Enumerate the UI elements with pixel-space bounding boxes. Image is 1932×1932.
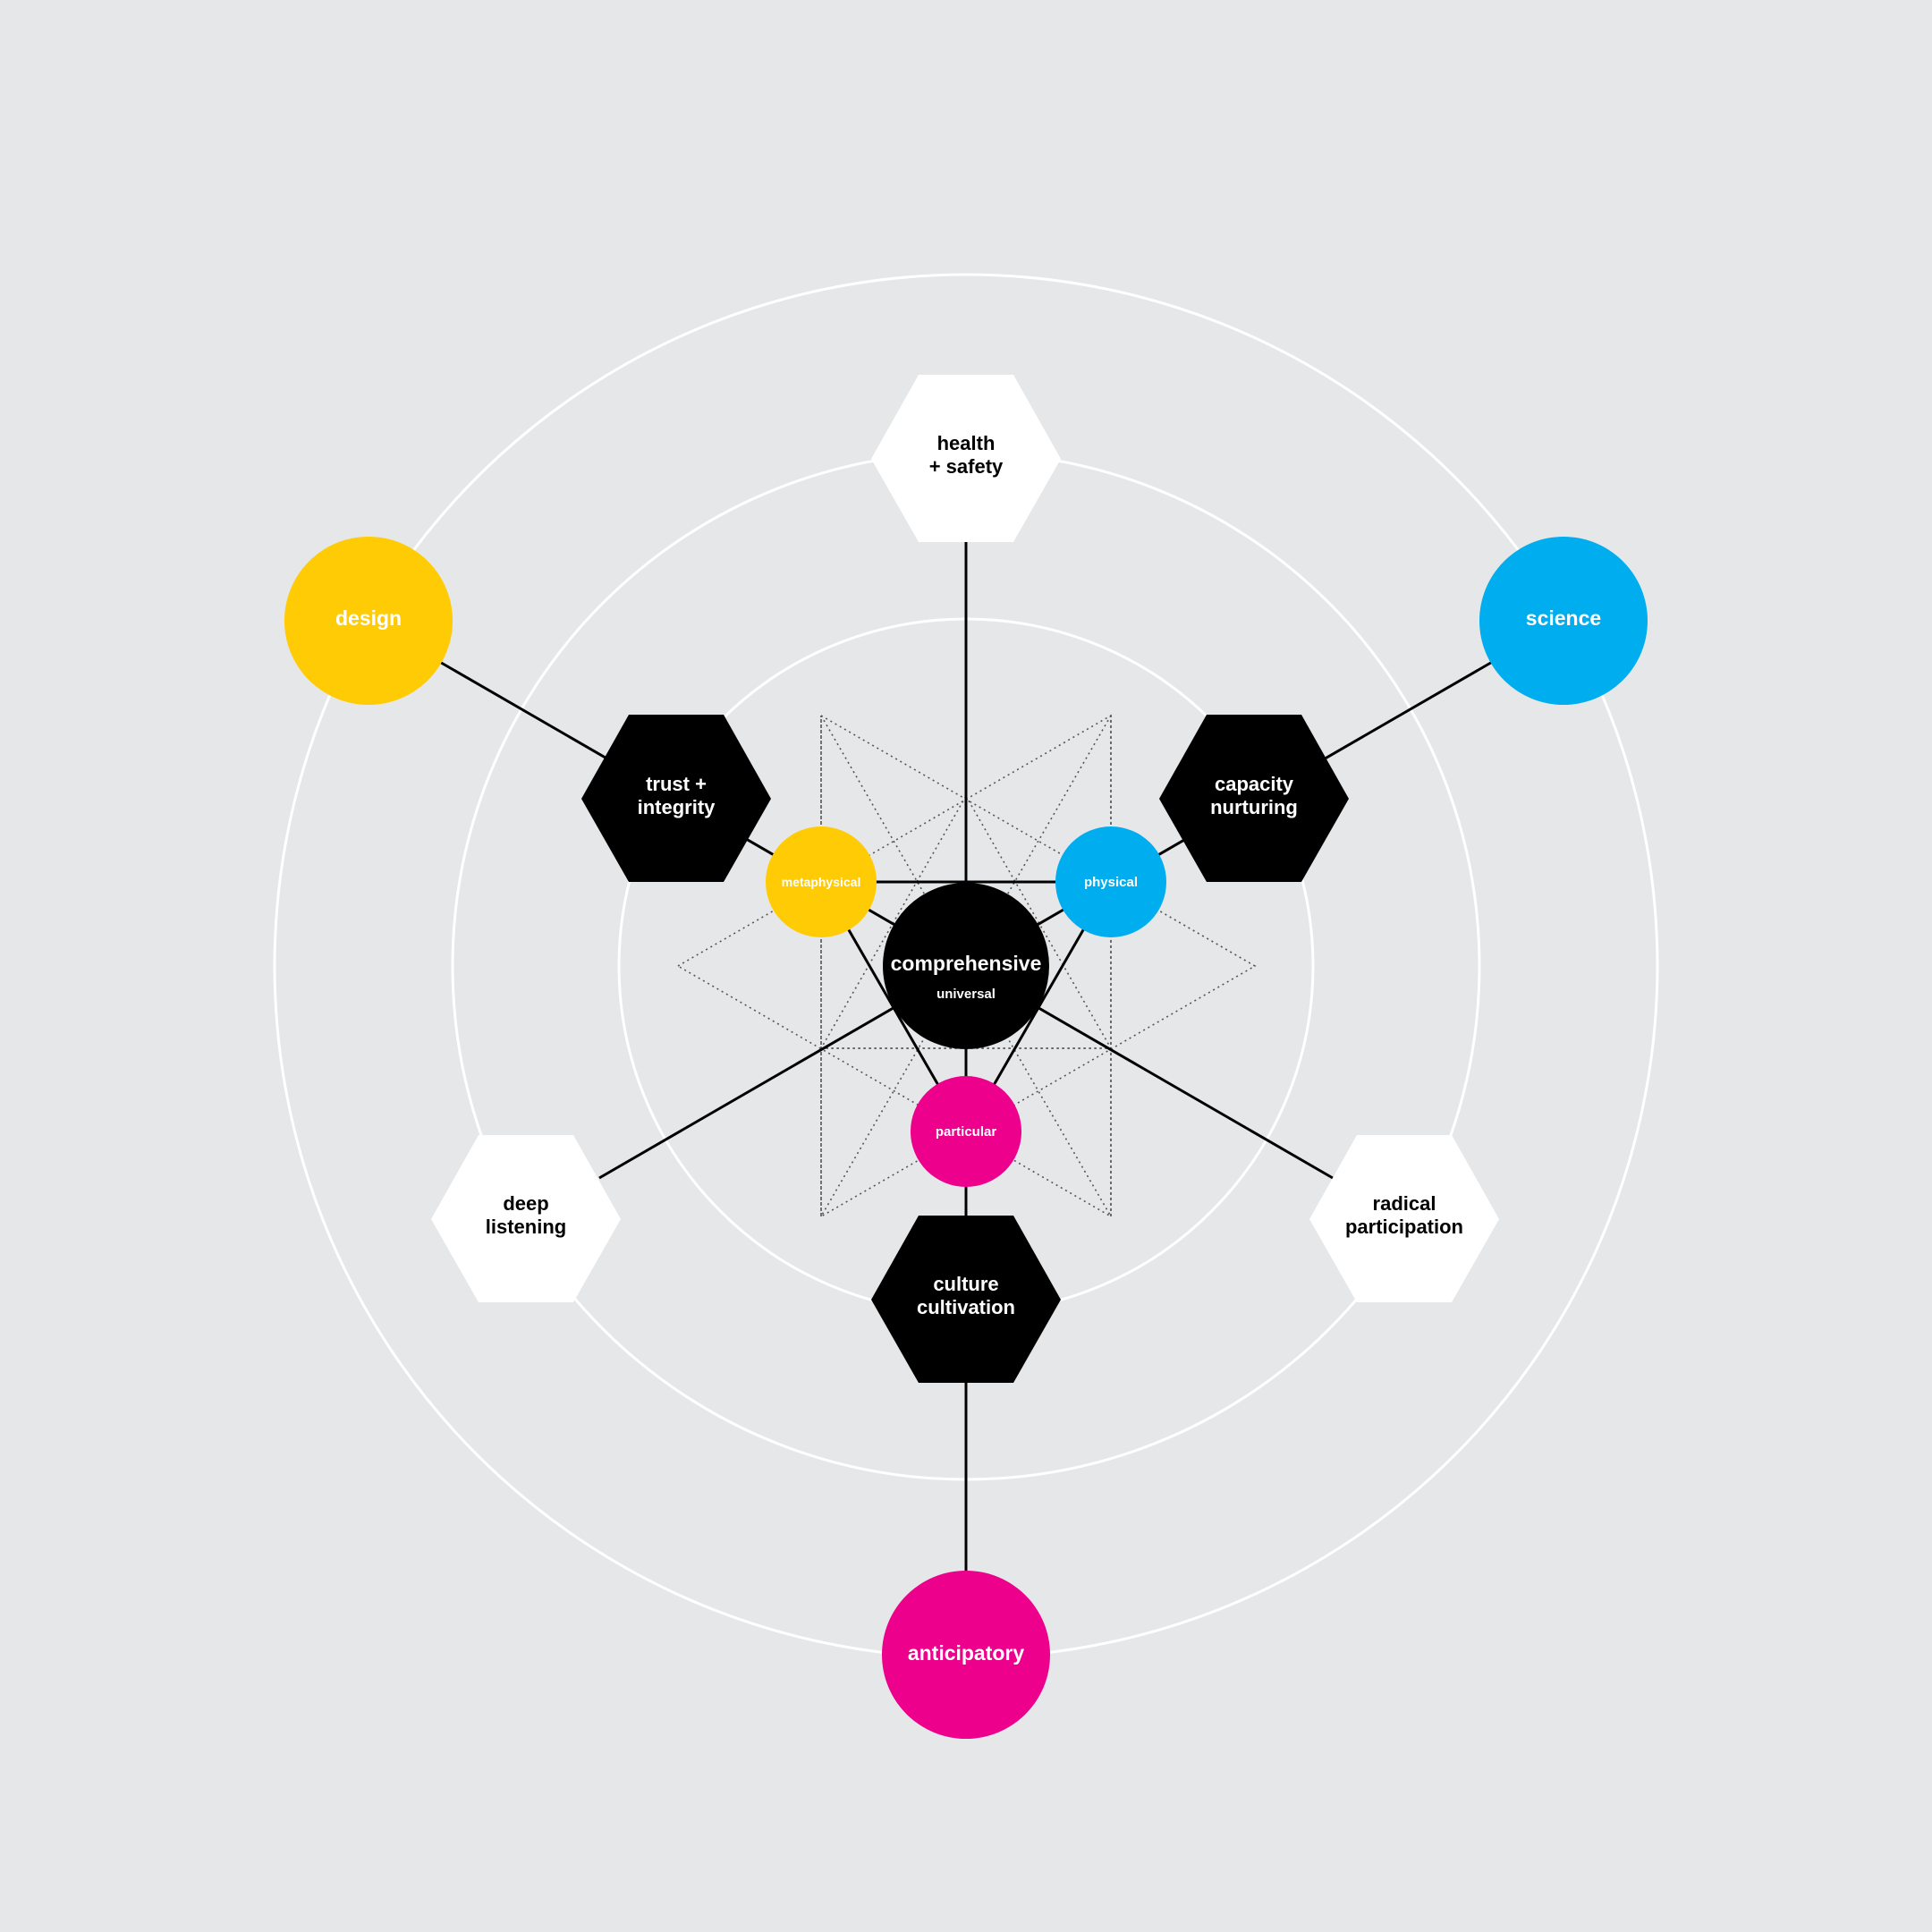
design-label: design: [335, 606, 402, 630]
science-label: science: [1526, 606, 1601, 630]
labels: comprehensive universal metaphysical phy…: [335, 432, 1601, 1665]
metaphysical-label: metaphysical: [782, 875, 861, 889]
white-hexagons: [431, 375, 1499, 1302]
dotted-large-triangle-right: [820, 714, 1257, 1218]
culture-cultivation-label-line1: culture: [933, 1273, 998, 1295]
science-node: [1479, 537, 1648, 705]
particular-label: particular: [936, 1124, 997, 1140]
radical-participation-label-line1: radical: [1373, 1192, 1436, 1215]
anticipatory-label: anticipatory: [908, 1641, 1025, 1665]
outer-nodes: [284, 537, 1648, 1739]
trust-integrity-label-line2: integrity: [638, 796, 716, 818]
trust-integrity-label-line1: trust +: [646, 773, 707, 795]
physical-node: [1055, 826, 1166, 937]
black-hexagons: [581, 715, 1349, 1383]
center-title: comprehensive: [891, 952, 1042, 975]
health-safety-label-line2: + safety: [929, 455, 1004, 478]
trust-integrity-hexagon: [581, 715, 771, 882]
capacity-nurturing-label-line1: capacity: [1215, 773, 1294, 795]
deep-listening-label-line2: listening: [486, 1216, 566, 1238]
dotted-large-triangle-left: [676, 714, 1112, 1218]
inner-nodes: [766, 826, 1166, 1187]
radical-participation-hexagon: [1309, 1135, 1499, 1302]
center-subtitle: universal: [936, 987, 996, 1002]
culture-cultivation-hexagon: [871, 1216, 1061, 1383]
deep-listening-hexagon: [431, 1135, 621, 1302]
capacity-nurturing-hexagon: [1159, 715, 1349, 882]
particular-node: [911, 1076, 1021, 1187]
design-node: [284, 537, 453, 705]
anticipatory-node: [882, 1571, 1050, 1739]
culture-cultivation-label-line2: cultivation: [917, 1296, 1015, 1318]
radical-participation-label-line2: participation: [1345, 1216, 1463, 1238]
health-safety-hexagon: [871, 375, 1061, 542]
deep-listening-label-line1: deep: [503, 1192, 548, 1215]
health-safety-label-line1: health: [937, 432, 996, 454]
connector-lines: [368, 465, 1564, 1655]
center-node: [883, 883, 1049, 1049]
metaphysical-node: [766, 826, 877, 937]
physical-label: physical: [1084, 875, 1138, 890]
capacity-nurturing-label-line2: nurturing: [1210, 796, 1298, 818]
